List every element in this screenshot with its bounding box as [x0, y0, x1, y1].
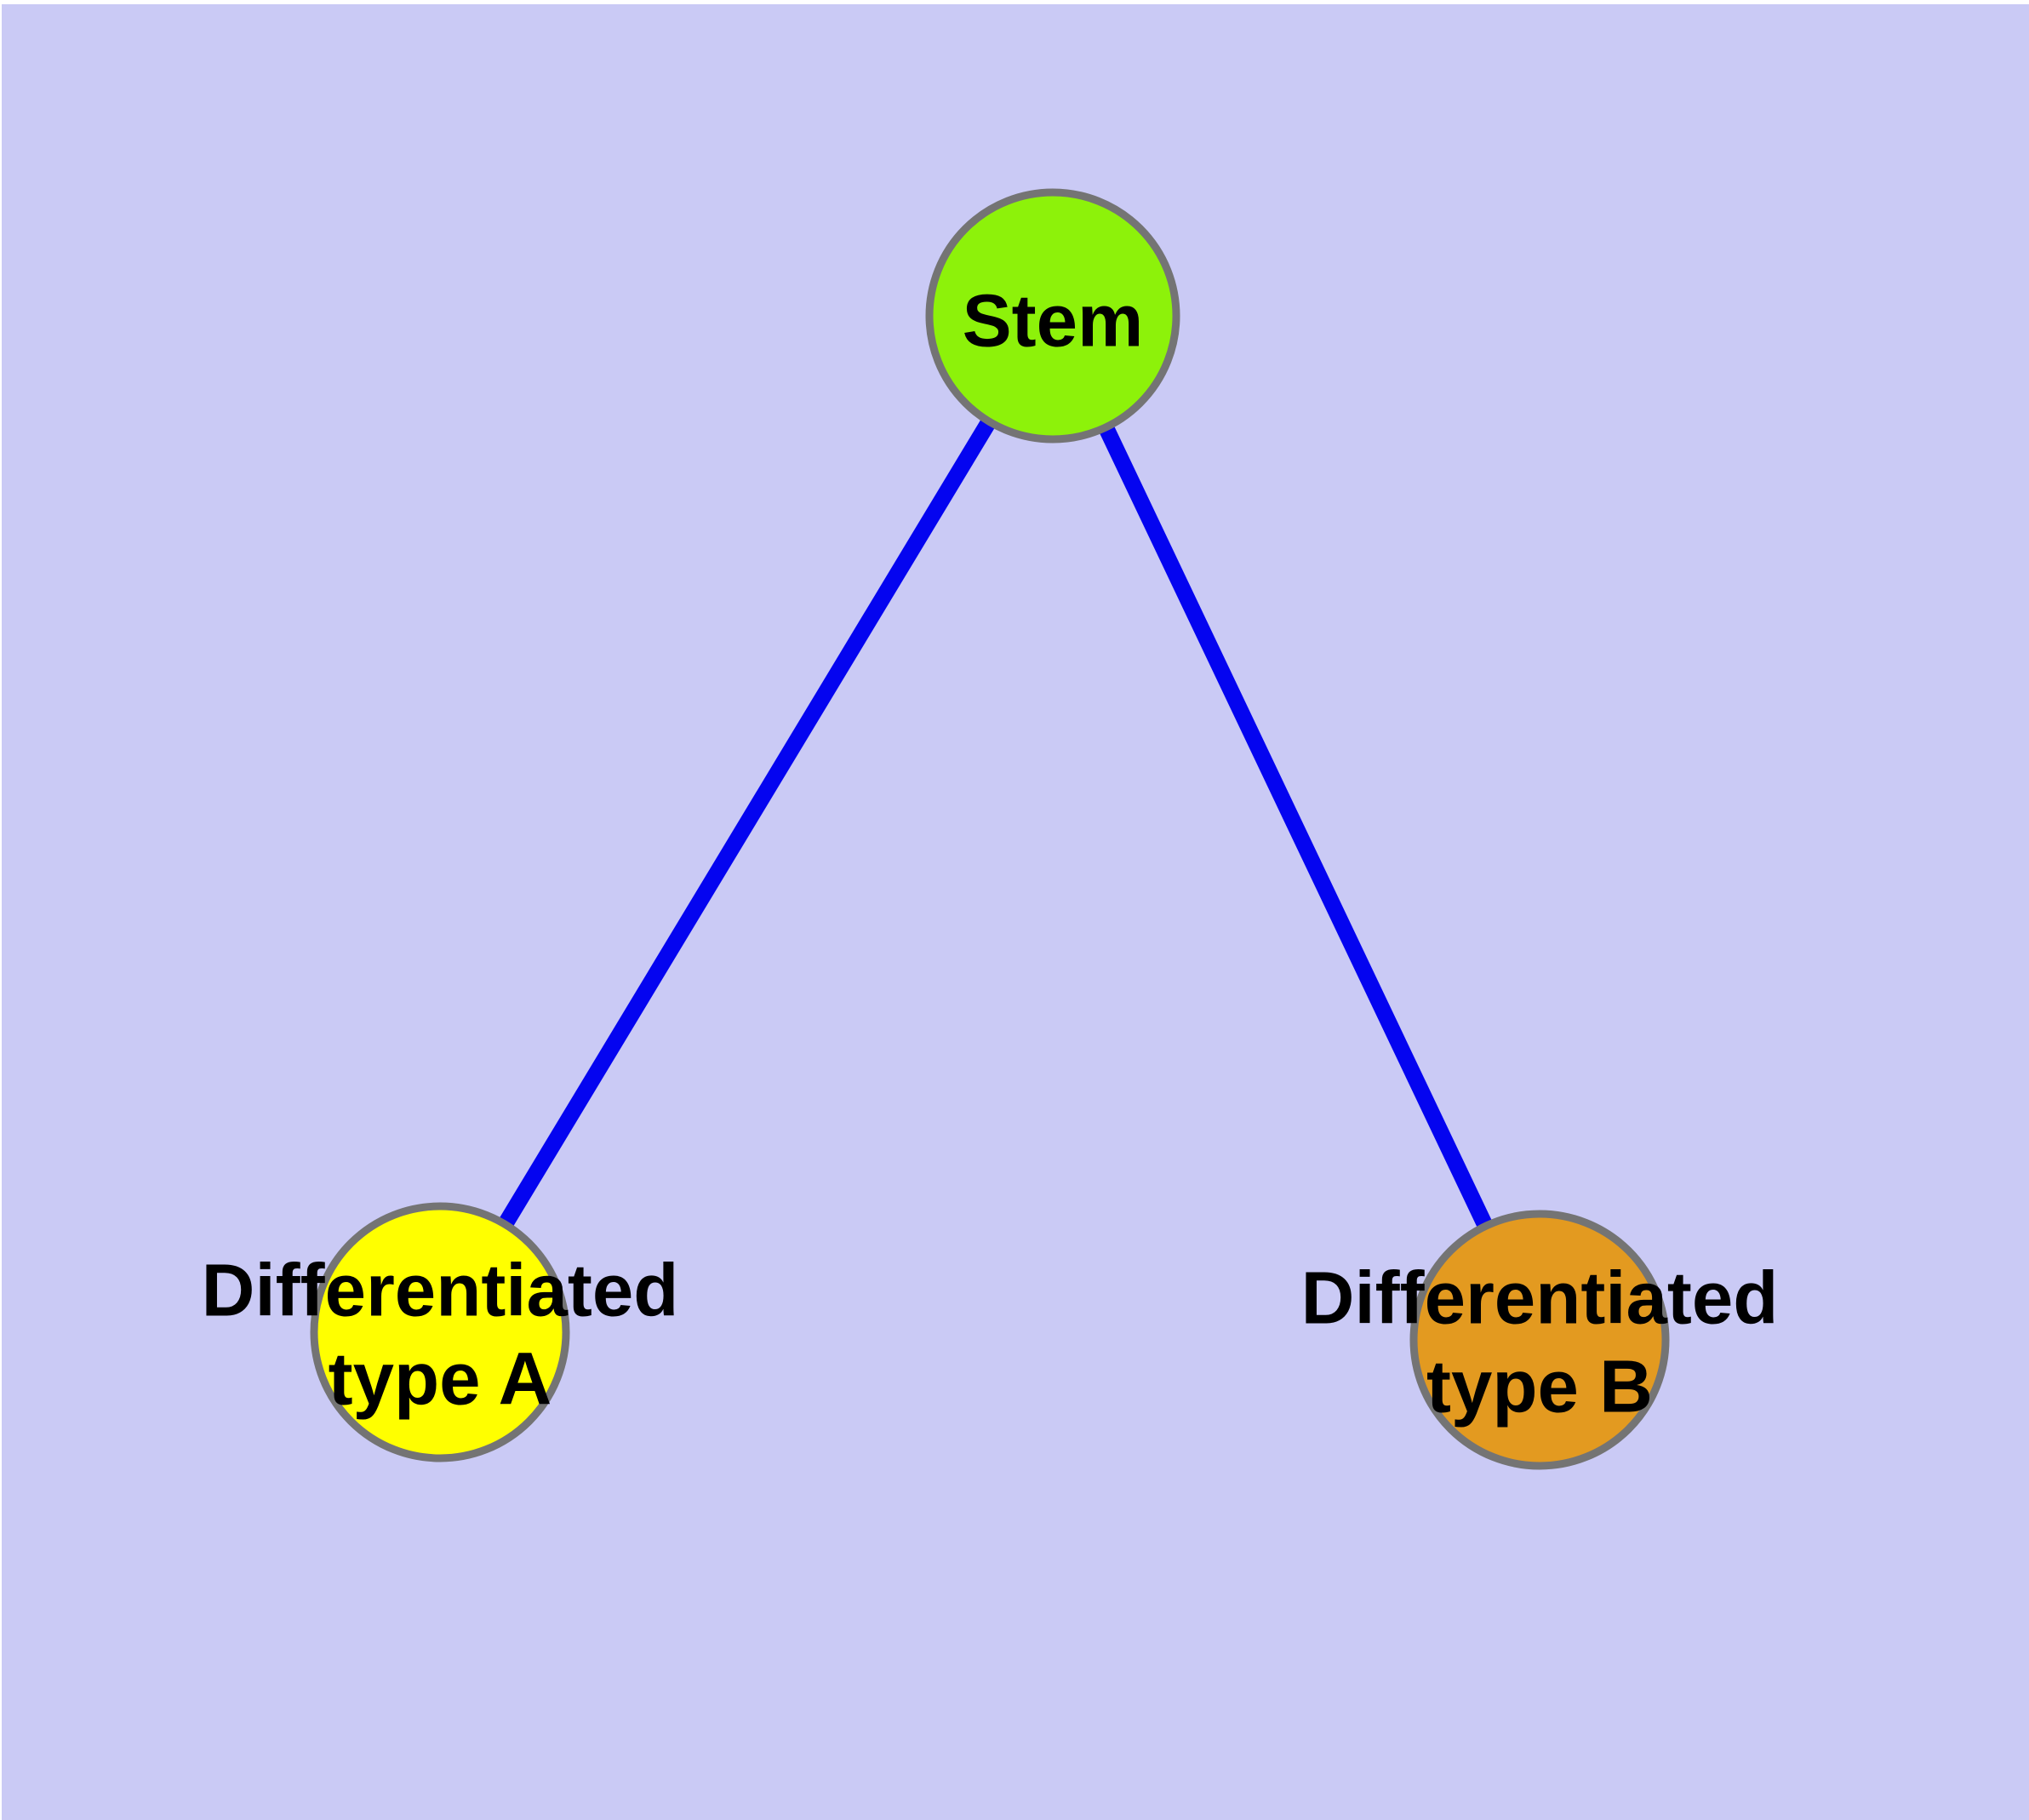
node-type-b-circle [1409, 1210, 1670, 1470]
node-type-a-label-line2: type A [329, 1338, 552, 1421]
node-type-b-label-line1: Differentiated [1301, 1257, 1779, 1340]
node-type-a-circle [310, 1202, 570, 1462]
edge-stem-to-type-a [432, 312, 1060, 1336]
edge-stem-to-type-b [1045, 312, 1547, 1344]
node-stem-label: Stem [963, 280, 1144, 363]
node-stem-circle [925, 188, 1180, 444]
node-type-a-label-line1: Differentiated [202, 1250, 679, 1332]
node-type-b-label-line2: type B [1426, 1346, 1653, 1428]
